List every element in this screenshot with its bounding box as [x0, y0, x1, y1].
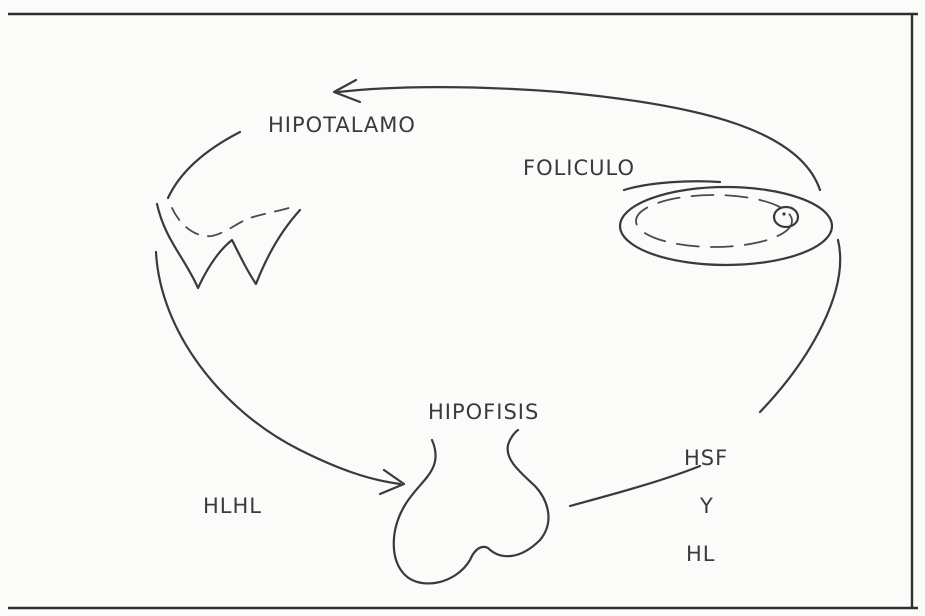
oocyte-icon	[774, 207, 798, 227]
hypothalamus-structure	[157, 204, 300, 288]
hormone-lh-label: HL	[686, 542, 716, 566]
follicle-outer-ellipse	[620, 187, 832, 265]
pituitary-to-follicle-line	[760, 240, 840, 412]
hypothalamus-dashed-outline	[172, 206, 296, 236]
hypothalamus-to-pituitary-arrow	[156, 252, 400, 484]
pituitary-output-line	[570, 466, 700, 506]
pituitary-label: HIPOFISIS	[428, 400, 539, 424]
conjunction-label: Y	[700, 494, 714, 518]
follicle-label: FOLICULO	[523, 156, 635, 180]
hormone-fsh-label: HSF	[684, 446, 728, 470]
releasing-hormone-label: HLHL	[203, 494, 262, 518]
hypothalamus-outline	[168, 132, 240, 198]
oocyte-nucleus-icon	[782, 212, 785, 215]
pituitary-shape	[394, 430, 549, 583]
follicle-inner-dashed-ellipse	[636, 195, 792, 247]
hypothalamus-label: HIPOTALAMO	[268, 113, 416, 137]
